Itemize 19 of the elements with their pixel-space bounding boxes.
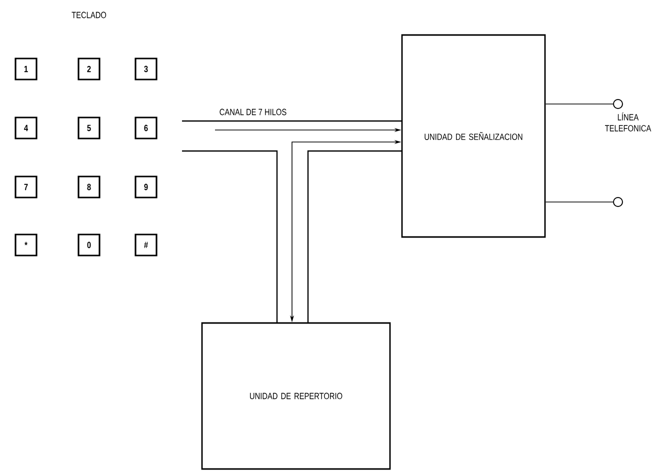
- key-button: *: [14, 234, 38, 256]
- key-button: 2: [78, 58, 100, 80]
- key-button: 3: [134, 58, 158, 80]
- key-button: 4: [14, 116, 38, 140]
- unit-box: UNIDAD DE REPERTORIO: [201, 322, 391, 470]
- key-button: #: [134, 234, 158, 256]
- keypad-heading: TECLADO: [72, 12, 106, 18]
- key-button: 6: [134, 116, 158, 140]
- key-button: 9: [134, 176, 158, 198]
- terminal-circle: [613, 99, 623, 109]
- edge-label: CANAL DE 7 HILOS: [220, 108, 286, 116]
- key-button: 5: [78, 116, 100, 140]
- unit-box: UNIDAD DE SEÑALIZACION: [401, 34, 546, 238]
- key-button: 8: [78, 176, 100, 198]
- key-button: 7: [14, 176, 38, 198]
- terminal-circle: [613, 197, 623, 207]
- line-label: LÍNEA TELEFONICA: [605, 112, 652, 132]
- key-button: 1: [14, 58, 38, 80]
- key-button: 0: [78, 234, 100, 256]
